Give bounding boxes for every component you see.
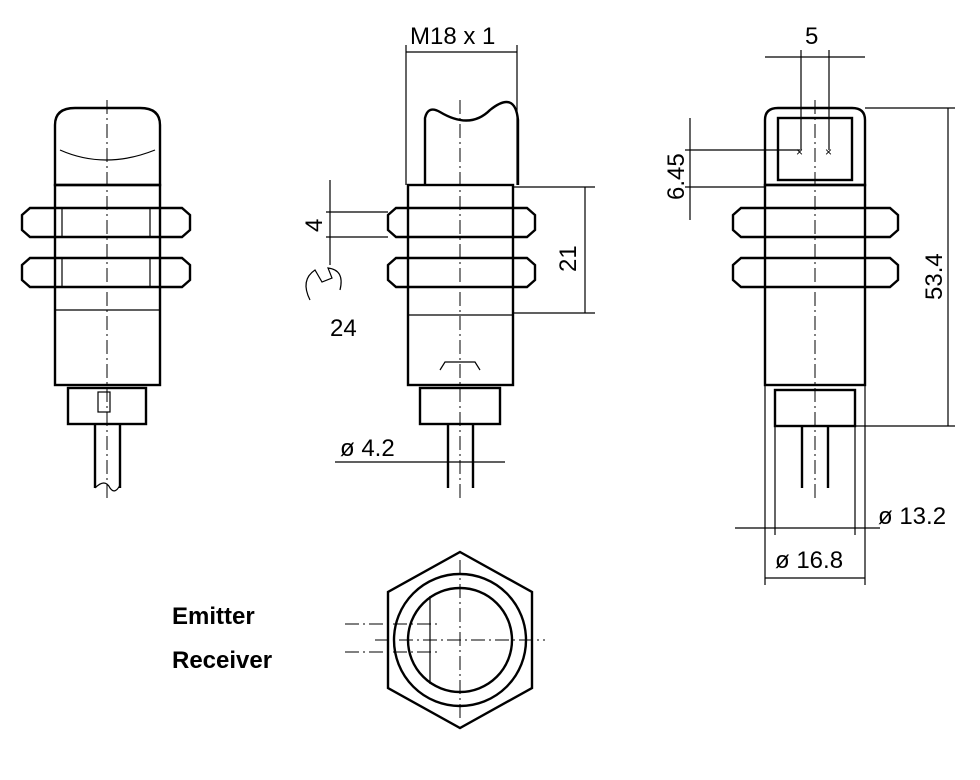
rear-view: ××: [685, 50, 955, 585]
thread-length-dimension: 21: [555, 245, 582, 272]
wrench-size-dimension: 24: [330, 315, 357, 342]
total-length-dimension: 53.4: [921, 253, 948, 300]
front-view: [20, 100, 192, 500]
nut-thickness-dimension: 4: [301, 219, 328, 232]
svg-text:×: ×: [825, 145, 832, 159]
top-view: [345, 550, 545, 730]
thread-dimension: M18 x 1: [410, 23, 495, 50]
wrench-icon: [305, 267, 342, 301]
side-view: [305, 45, 595, 500]
cable-diameter-dimension: ø 4.2: [340, 435, 395, 462]
connector-diameter-dimension: ø 13.2: [878, 503, 946, 530]
svg-text:×: ×: [796, 145, 803, 159]
receiver-label: Receiver: [172, 647, 272, 674]
emitter-label: Emitter: [172, 603, 255, 630]
body-diameter-dimension: ø 16.8: [775, 547, 843, 574]
lens-spacing-dimension: 5: [805, 23, 818, 50]
lens-offset-dimension: 6.45: [663, 153, 690, 200]
